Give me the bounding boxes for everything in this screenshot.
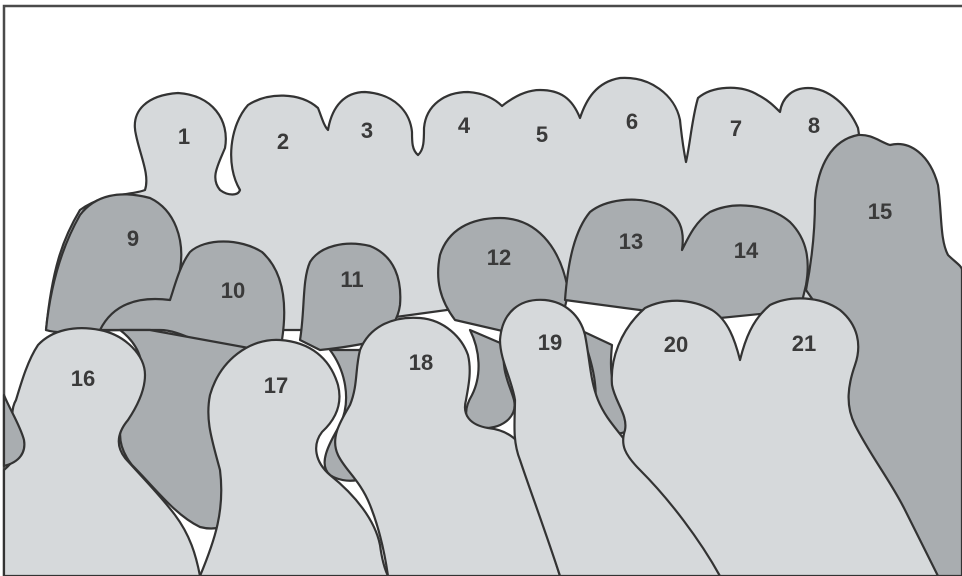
label-lobe-20: 20: [664, 332, 688, 357]
label-lobe-19: 19: [538, 330, 562, 355]
label-lobe-3: 3: [361, 118, 373, 143]
label-lobe-8: 8: [808, 113, 820, 138]
label-lobe-12: 12: [487, 245, 511, 270]
label-lobe-16: 16: [71, 366, 95, 391]
label-lobe-4: 4: [458, 113, 471, 138]
label-lobe-1: 1: [178, 124, 190, 149]
label-lobe-7: 7: [730, 116, 742, 141]
label-lobe-14: 14: [734, 238, 759, 263]
label-lobe-10: 10: [221, 278, 245, 303]
label-lobe-18: 18: [409, 350, 433, 375]
label-lobe-15: 15: [868, 199, 892, 224]
label-lobe-9: 9: [127, 226, 139, 251]
label-lobe-6: 6: [626, 109, 638, 134]
label-lobe-17: 17: [264, 373, 288, 398]
label-lobe-2: 2: [277, 129, 289, 154]
label-lobe-13: 13: [619, 229, 643, 254]
label-lobe-11: 11: [340, 267, 363, 292]
label-lobe-5: 5: [536, 122, 548, 147]
label-lobe-21: 21: [792, 331, 816, 356]
